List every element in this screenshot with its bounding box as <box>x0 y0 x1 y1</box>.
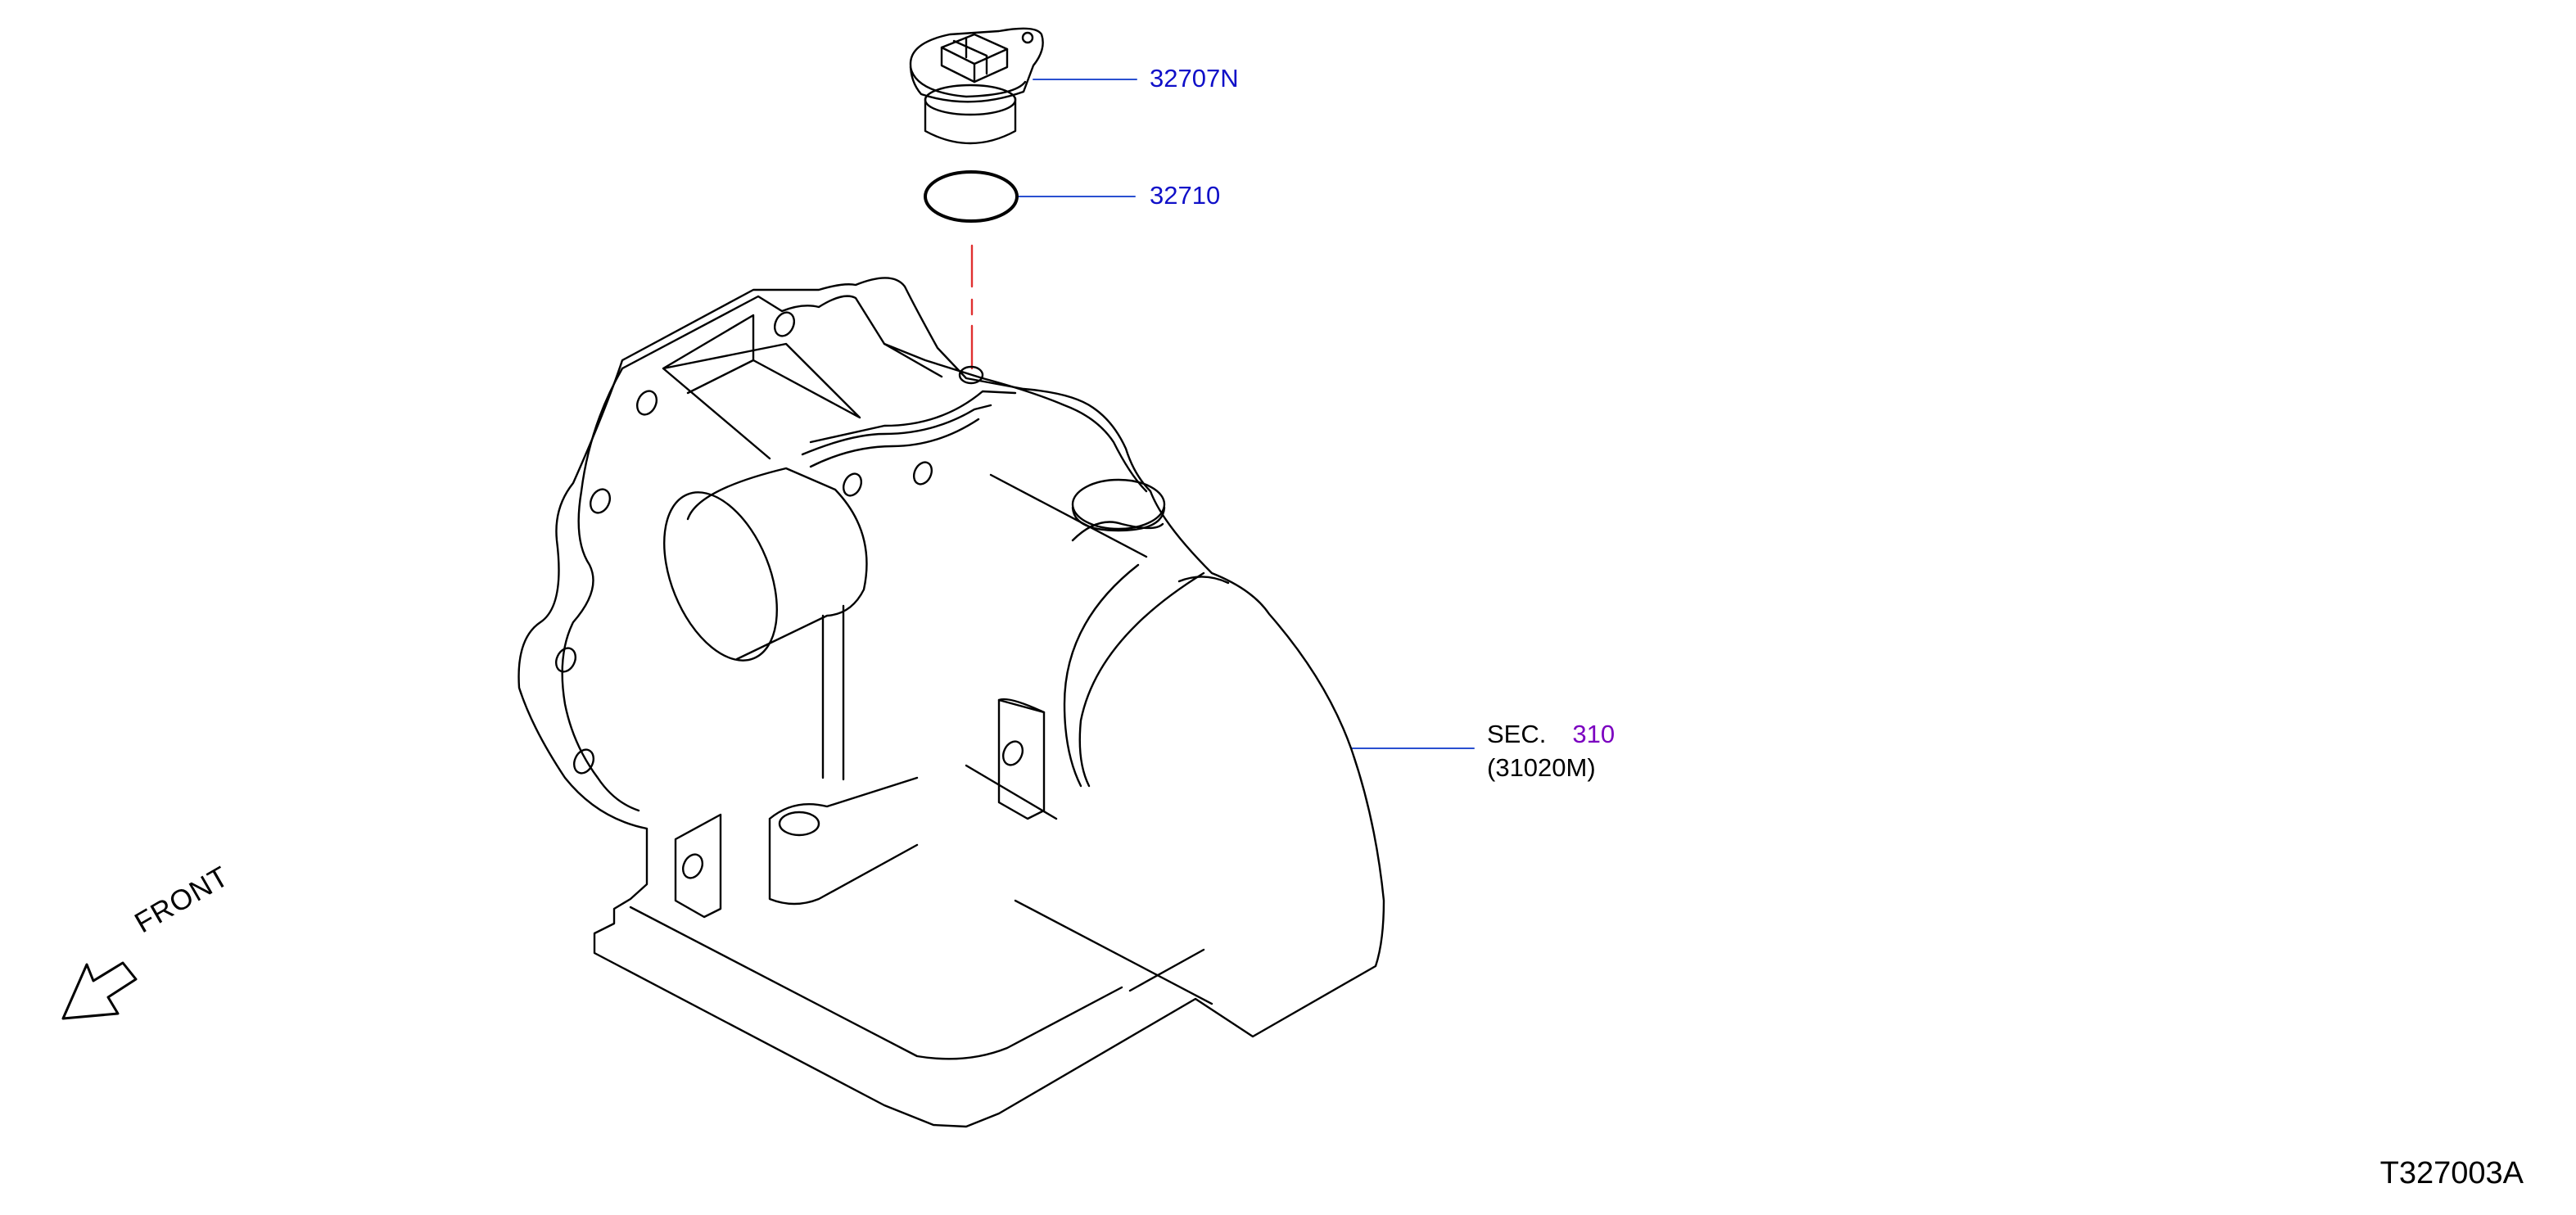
cap-part-number-link[interactable]: 32707N <box>1150 64 1239 93</box>
section-number-link[interactable]: 310 <box>1572 720 1616 748</box>
front-arrow-icon <box>61 961 138 1020</box>
oring-part-number-link[interactable]: 32710 <box>1150 181 1221 210</box>
section-prefix: SEC. <box>1487 720 1547 748</box>
transmission-case-part <box>517 277 1385 1128</box>
filler-cap-part <box>909 27 1044 145</box>
section-sub-reference: (31020M) <box>1487 753 1596 782</box>
illustration-code: T327003A <box>2379 1156 2524 1190</box>
o-ring-part <box>924 170 1019 223</box>
section-reference: SEC. 310 <box>1487 721 1615 747</box>
